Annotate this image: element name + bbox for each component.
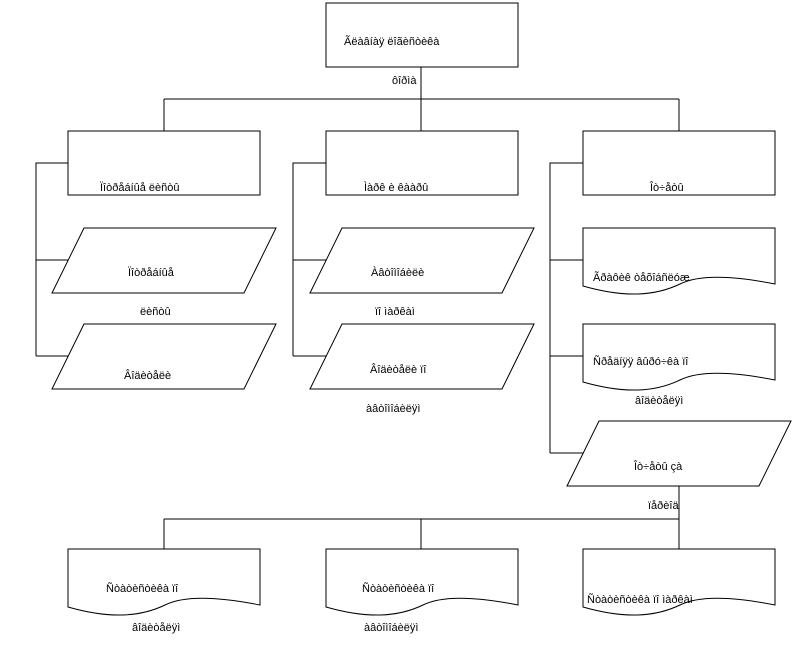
col2-item2-line1: Âîäèòåëè ïî — [370, 364, 427, 376]
root-label-line2: ôîðìà — [392, 75, 417, 87]
col2-item1-line1: Àâòîìîáèëè — [371, 267, 425, 279]
col3-doc1-document — [582, 227, 776, 295]
bottom-doc3-document — [582, 548, 776, 616]
col3-doc1-text: Ãðàôèê òåõîáñëóæ — [593, 272, 690, 284]
bottom-doc1-document — [67, 548, 261, 616]
connector-col2-spine — [292, 162, 326, 356]
bottom-doc1-line2: âîäèòåëÿì — [132, 622, 181, 634]
root-process-box — [325, 2, 519, 68]
col3-para-label: Îò÷åòû çà ïåðèîä — [634, 435, 682, 526]
col1-item2-text: Âîäèòåëè — [124, 370, 172, 382]
col2-item2-label: Âîäèòåëè ïî àâòîìîáèëÿì — [366, 338, 426, 429]
bottom-doc1-line1: Ñòàòèñòèêà ïî — [106, 583, 179, 595]
col2-item2-parallelogram — [309, 323, 535, 390]
col2-item1-line2: ïî ìàðêàì — [375, 306, 415, 318]
bottom-doc2-line1: Ñòàòèñòèêà ïî — [362, 583, 435, 595]
col1-item1-parallelogram — [51, 227, 277, 294]
col3-para-line2: ïåðèîä — [648, 500, 679, 512]
col1-item2-label: Âîäèòåëè — [124, 344, 171, 396]
col3-para-line1: Îò÷åòû çà — [634, 461, 683, 473]
col1-item1-label: Ïîòðåáíûå ëèñòû — [128, 241, 174, 332]
col2-item2-line2: àâòîìîáèëÿì — [366, 403, 421, 415]
col2-item1-label: Àâòîìîáèëè ïî ìàðêàì — [371, 241, 424, 332]
col1-header-text: Ïîòðåáíûå ëèñòû — [100, 182, 180, 194]
bottom-doc2-label: Ñòàòèñòèêà ïî àâòîìîáèëÿì — [362, 557, 434, 648]
col3-doc2-line1: Ñðåäíÿÿ âûðó÷êà ïî — [593, 356, 689, 368]
col3-header-text: Îò÷åòû — [650, 182, 684, 194]
col3-doc1-label: Ãðàôèê òåõîáñëóæ — [593, 246, 690, 298]
col2-header-text: Ìàðê è êààðû — [364, 182, 429, 194]
col3-header-label: Îò÷åòû — [650, 156, 684, 208]
col3-doc2-document — [582, 323, 776, 391]
bottom-doc2-line2: àâòîìîáèëÿì — [364, 622, 419, 634]
col1-item1-line2: ëèñòû — [140, 306, 171, 318]
connector-col1-spine — [35, 162, 68, 356]
root-label-line1: Ãëàâíàÿ ëîãèñòèêà — [344, 36, 440, 48]
flowchart-canvas — [35, 2, 792, 616]
col1-header-label: Ïîòðåáíûå ëèñòû — [100, 156, 180, 208]
col3-doc2-line2: âîäèòåëÿì — [635, 395, 684, 407]
root-label: Ãëàâíàÿ ëîãèñòèêà ôîðìà — [344, 10, 439, 101]
bottom-doc3-label: Ñòàòèñòèêà ïî ìàðêàì — [587, 568, 693, 620]
bottom-doc2-document — [325, 548, 519, 616]
connectors — [35, 67, 680, 549]
col3-header-box — [582, 130, 776, 196]
col3-doc2-label: Ñðåäíÿÿ âûðó÷êà ïî âîäèòåëÿì — [593, 330, 688, 421]
connector-col3-spine — [549, 162, 583, 453]
col1-item2-parallelogram — [51, 323, 277, 390]
col2-item1-parallelogram — [309, 227, 535, 294]
col2-header-box — [325, 130, 519, 196]
col3-para-parallelogram — [566, 420, 792, 487]
col1-item1-line1: Ïîòðåáíûå — [128, 267, 174, 279]
bottom-doc3-text: Ñòàòèñòèêà ïî ìàðêàì — [587, 594, 693, 606]
bottom-doc1-label: Ñòàòèñòèêà ïî âîäèòåëÿì — [106, 557, 180, 648]
col1-header-box — [67, 130, 261, 196]
col2-header-label: Ìàðê è êààðû — [364, 156, 428, 208]
